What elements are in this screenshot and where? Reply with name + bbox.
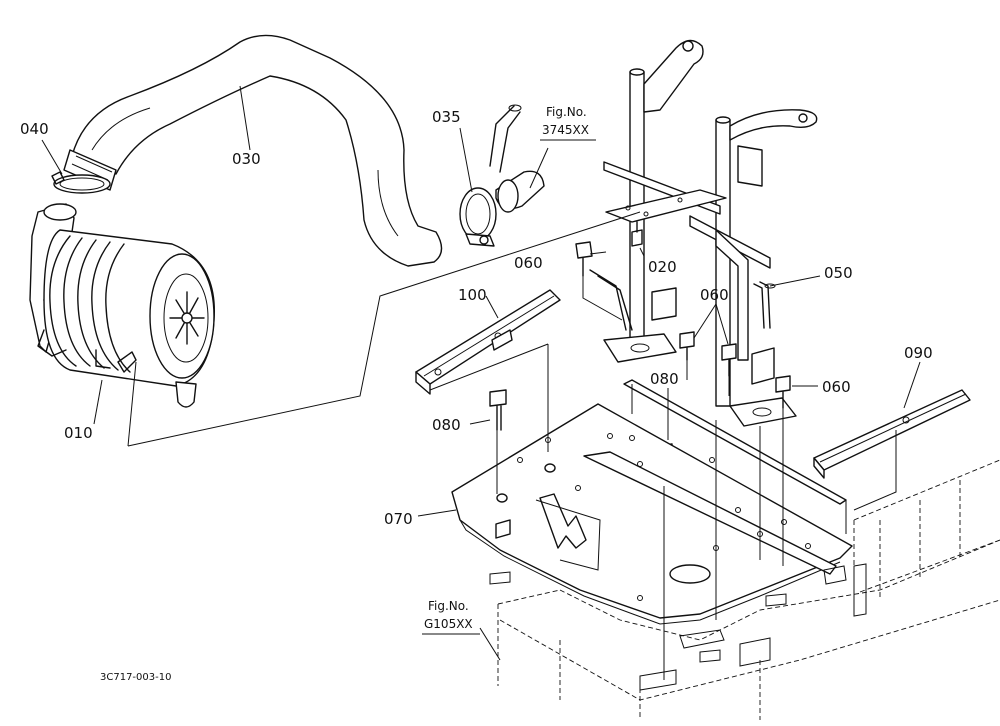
part-labels: 010 020 030 035 040 050 060 060 060 070 … bbox=[20, 108, 933, 528]
frame-bracket bbox=[589, 39, 818, 427]
rail-100 bbox=[415, 289, 561, 395]
figure-references: Fig.No. 3745XX Fig.No. G105XX bbox=[422, 105, 596, 635]
label-060-a: 060 bbox=[514, 254, 543, 272]
label-080-b: 080 bbox=[432, 416, 461, 434]
hose-clamp-040 bbox=[51, 171, 111, 194]
hose-clamp-035 bbox=[459, 187, 497, 247]
fig-ref-g105-line2: G105XX bbox=[424, 617, 473, 631]
connection-lines bbox=[127, 211, 897, 680]
bolts-060 bbox=[575, 241, 791, 409]
label-070: 070 bbox=[384, 510, 413, 528]
bolt-020 bbox=[631, 221, 643, 247]
label-040: 040 bbox=[20, 120, 49, 138]
fig-ref-3745-line2: 3745XX bbox=[542, 123, 589, 137]
fig-ref-3745-line1: Fig.No. bbox=[546, 105, 587, 119]
label-060-b: 060 bbox=[700, 286, 729, 304]
leader-lines bbox=[41, 85, 921, 661]
intake-connector bbox=[489, 104, 545, 213]
rail-090 bbox=[813, 389, 971, 479]
fig-ref-g105-line1: Fig.No. bbox=[428, 599, 469, 613]
label-020: 020 bbox=[648, 258, 677, 276]
label-035: 035 bbox=[432, 108, 461, 126]
label-100: 100 bbox=[458, 286, 487, 304]
label-010: 010 bbox=[64, 424, 93, 442]
label-030: 030 bbox=[232, 150, 261, 168]
label-060-c: 060 bbox=[822, 378, 851, 396]
lower-frame bbox=[489, 459, 1000, 720]
label-050: 050 bbox=[824, 264, 853, 282]
label-090: 090 bbox=[904, 344, 933, 362]
label-080-a: 080 bbox=[650, 370, 679, 388]
air-cleaner bbox=[29, 203, 216, 408]
floor-plate bbox=[451, 379, 853, 625]
drawing-code: 3C717-003-10 bbox=[100, 672, 171, 683]
